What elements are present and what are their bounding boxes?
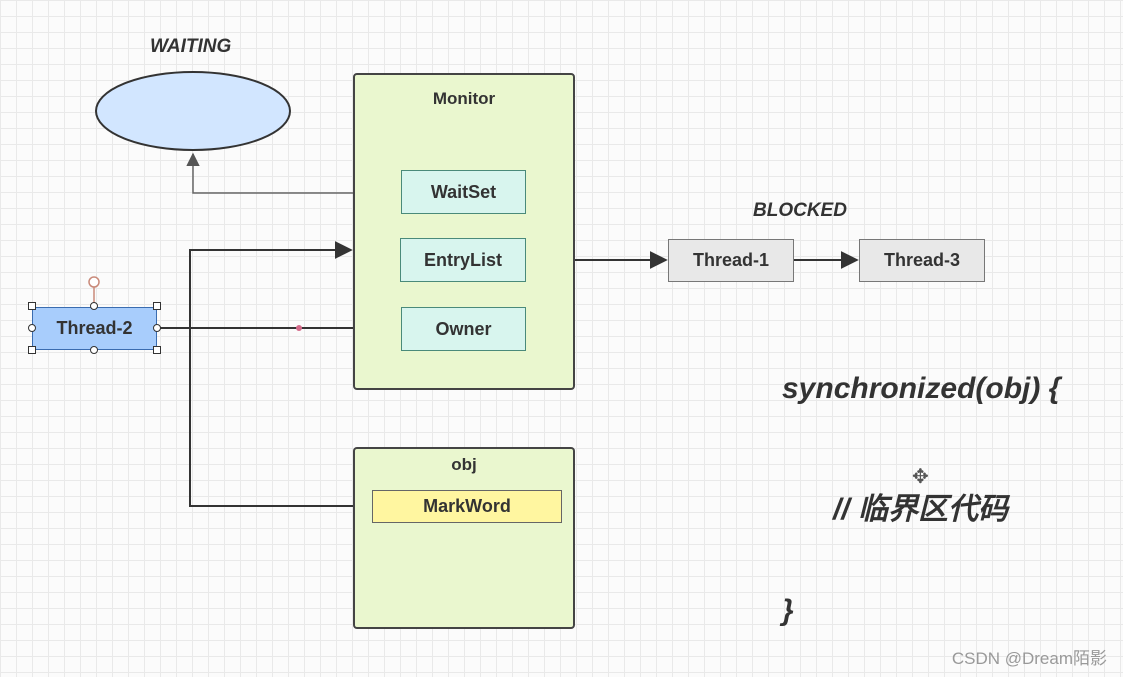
move-cursor-icon: ✥ xyxy=(912,466,929,488)
obj-title: obj xyxy=(451,455,477,474)
watermark: CSDN @Dream陌影 xyxy=(951,649,1107,668)
thread-3-box[interactable]: Thread-3 xyxy=(859,239,985,282)
blocked-label: BLOCKED xyxy=(753,200,847,221)
resize-handle-bottom-right[interactable] xyxy=(153,346,161,354)
resize-handle-top[interactable] xyxy=(90,302,98,310)
resize-handle-top-left[interactable] xyxy=(28,302,36,310)
resize-handle-bottom[interactable] xyxy=(90,346,98,354)
code-line-1: synchronized(obj) { xyxy=(782,372,1061,405)
entrylist-box[interactable]: EntryList xyxy=(400,238,526,282)
resize-handle-bottom-left[interactable] xyxy=(28,346,36,354)
markword-box[interactable]: MarkWord xyxy=(372,490,562,523)
waiting-label: WAITING xyxy=(150,36,232,57)
thread-2-box[interactable]: Thread-2 xyxy=(32,307,157,350)
thread-1-box[interactable]: Thread-1 xyxy=(668,239,794,282)
connector-midpoint xyxy=(296,325,302,331)
resize-handle-top-right[interactable] xyxy=(153,302,161,310)
rotation-handle[interactable] xyxy=(88,276,100,288)
monitor-title: Monitor xyxy=(432,89,496,108)
waitset-box[interactable]: WaitSet xyxy=(401,170,526,214)
waiting-set-ellipse xyxy=(95,71,291,151)
resize-handle-left[interactable] xyxy=(28,324,36,332)
owner-box[interactable]: Owner xyxy=(401,307,526,351)
obj-box[interactable]: obj xyxy=(353,447,575,629)
code-line-2: // 临界区代码 xyxy=(833,493,1009,526)
waitset-to-waiting-arrow xyxy=(186,152,401,194)
resize-handle-right[interactable] xyxy=(153,324,161,332)
code-line-3: } xyxy=(782,594,794,627)
markword-to-monitor-arrow xyxy=(189,241,372,507)
